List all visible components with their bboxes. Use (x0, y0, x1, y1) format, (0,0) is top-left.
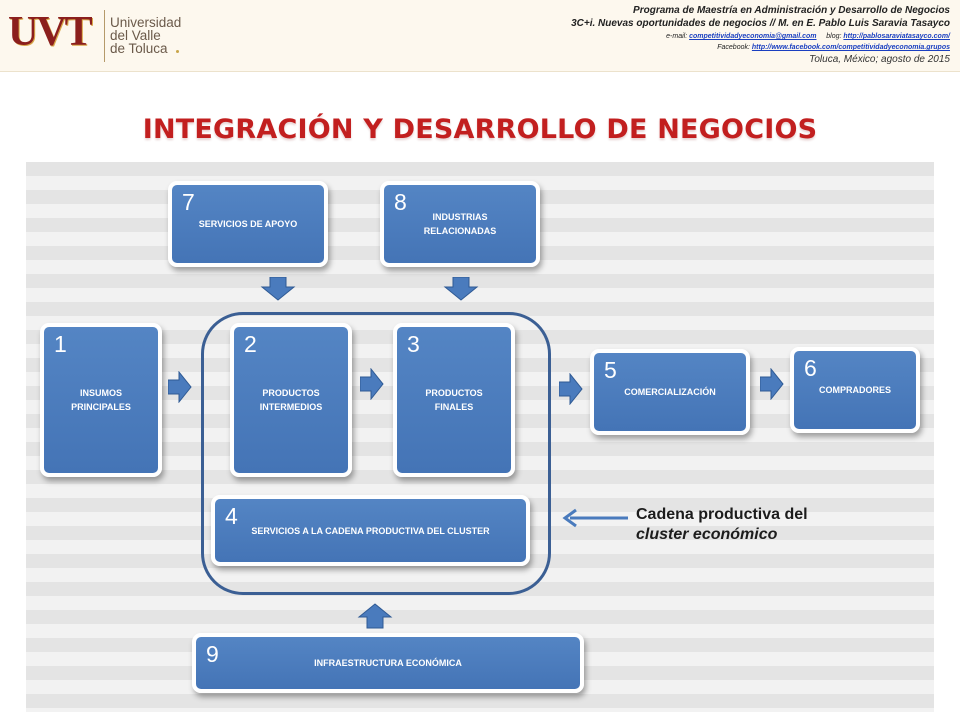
box-productos-intermedios: 2 PRODUCTOS INTERMEDIOS (230, 323, 352, 477)
box-comercializacion: 5 COMERCIALIZACIÓN (590, 349, 750, 435)
box-productos-finales: 3 PRODUCTOS FINALES (393, 323, 515, 477)
email-link[interactable]: competitividadyeconomia@gmail.com (689, 33, 817, 40)
cluster-annotation: Cadena productiva del cluster económico (636, 505, 896, 545)
logo-text: Universidad del Valle de Toluca (110, 15, 182, 56)
course-line: 3C+i. Nuevas oportunidades de negocios /… (571, 18, 950, 29)
arrow-right-icon (760, 368, 784, 400)
box-label: INFRAESTRUCTURA ECONÓMICA (314, 658, 462, 668)
logo-dot (176, 50, 179, 53)
university-logo: UVT Universidad del Valle de Toluca (8, 6, 188, 66)
logo-divider (104, 10, 105, 62)
logo-text-line: de Toluca (110, 41, 168, 56)
facebook-link[interactable]: http://www.facebook.com/competitividadye… (751, 44, 950, 51)
box-number: 9 (206, 641, 219, 667)
cluster-frame (201, 312, 551, 595)
arrow-right-icon (168, 371, 192, 403)
box-number: 8 (394, 189, 407, 215)
annotation-line: cluster económico (636, 526, 778, 543)
header-info: Programa de Maestría en Administración y… (430, 4, 950, 66)
place-date: Toluca, México; agosto de 2015 (809, 54, 950, 65)
box-label: COMPRADORES (818, 385, 891, 395)
box-label: INSUMOS PRINCIPALES (71, 388, 131, 412)
blog-label: blog: (826, 33, 842, 40)
email-label: e-mail: (666, 33, 688, 40)
box-servicios-de-apoyo: 7 SERVICIOS DE APOYO (168, 181, 328, 267)
box-label: SERVICIOS A LA CADENA PRODUCTIVA DEL CLU… (251, 525, 490, 536)
arrow-down-icon (260, 277, 296, 301)
box-label: SERVICIOS DE APOYO (198, 219, 298, 229)
page-header: UVT Universidad del Valle de Toluca Prog… (0, 0, 960, 72)
box-label: PRODUCTOS INTERMEDIOS (259, 388, 323, 412)
logo-text-line: Universidad (110, 15, 182, 30)
box-label: COMERCIALIZACIÓN (624, 387, 716, 397)
box-number: 6 (804, 355, 817, 381)
box-label: PRODUCTOS FINALES (425, 388, 483, 412)
arrow-down-icon (443, 277, 479, 301)
annotation-line: Cadena productiva del (636, 506, 808, 523)
box-number: 5 (604, 357, 617, 383)
arrow-up-icon (357, 603, 393, 629)
facebook-line: Facebook: http://www.facebook.com/compet… (430, 42, 950, 53)
box-label: INDUSTRIAS RELACIONADAS (423, 212, 497, 236)
blog-link[interactable]: http://pablosaraviatasayco.com/ (843, 33, 950, 40)
logo-mark: UVT (8, 9, 93, 55)
contact-line: e-mail: competitividadyeconomia@gmail.co… (430, 31, 950, 42)
box-insumos-principales: 1 INSUMOS PRINCIPALES (40, 323, 162, 477)
box-servicios-cadena: 4 SERVICIOS A LA CADENA PRODUCTIVA DEL C… (211, 495, 530, 566)
box-industrias-relacionadas: 8 INDUSTRIAS RELACIONADAS (380, 181, 540, 267)
box-number: 7 (182, 189, 195, 215)
slide-title: INTEGRACIÓN Y DESARROLLO DE NEGOCIOS (142, 114, 818, 145)
box-number: 4 (225, 503, 238, 529)
program-line: Programa de Maestría en Administración y… (633, 5, 950, 16)
facebook-label: Facebook: (717, 44, 750, 51)
arrow-right-icon (559, 373, 583, 405)
box-number: 3 (407, 331, 420, 357)
arrow-left-icon (562, 507, 630, 529)
arrow-right-icon (360, 368, 384, 400)
box-compradores: 6 COMPRADORES (790, 347, 920, 433)
box-infraestructura-economica: 9 INFRAESTRUCTURA ECONÓMICA (192, 633, 584, 693)
box-number: 1 (54, 331, 67, 357)
box-number: 2 (244, 331, 257, 357)
logo-text-line: del Valle (110, 28, 161, 43)
